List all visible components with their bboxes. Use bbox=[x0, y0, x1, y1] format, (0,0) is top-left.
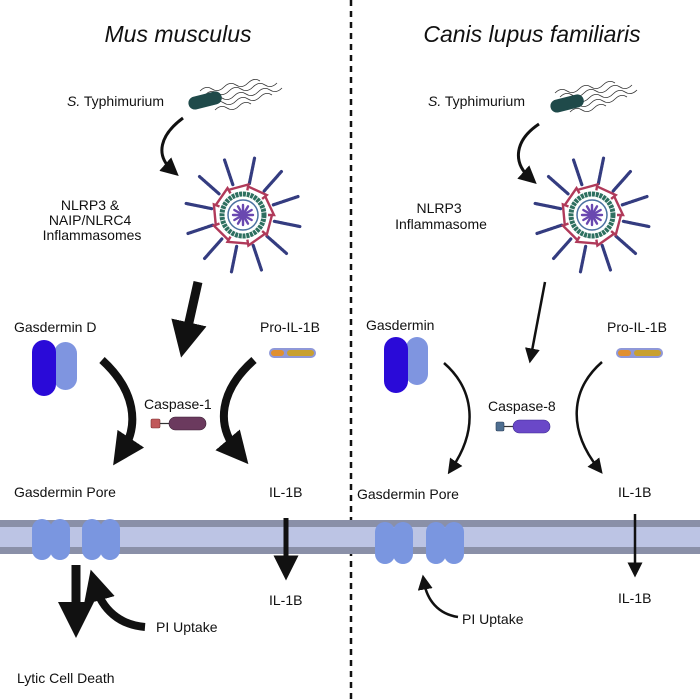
left-cell-death-label: Lytic Cell Death bbox=[17, 670, 115, 686]
left-inflammasome-to-caspase-arrow bbox=[171, 281, 207, 358]
left-title: Mus musculus bbox=[105, 21, 252, 47]
inflammasome-ring-segment bbox=[574, 236, 598, 245]
inflammasome-spoke bbox=[600, 243, 613, 272]
inflammasome-ring-segment bbox=[561, 202, 569, 226]
left-pi-uptake-arrow bbox=[83, 569, 146, 631]
inflammasome-ring-segment bbox=[212, 202, 220, 226]
inflammasome-spoke bbox=[596, 156, 606, 186]
inflammasome-ring-segment bbox=[596, 185, 618, 200]
inflammasome-ring-segment bbox=[225, 236, 249, 245]
inflammasome-spoke bbox=[247, 156, 257, 186]
right-il1b-upper-label: IL-1B bbox=[618, 484, 651, 500]
left-caspase-icon bbox=[150, 416, 207, 431]
inflammasome-spoke bbox=[272, 219, 302, 229]
left-gasdermin-label: Gasdermin D bbox=[14, 319, 96, 335]
left-pi-uptake-label: PI Uptake bbox=[156, 619, 218, 635]
inflammasome-ring-segment bbox=[246, 232, 266, 248]
left-pathogen-arrow bbox=[159, 116, 184, 176]
inflammasome-spoke bbox=[578, 244, 588, 274]
right-pi-uptake-label: PI Uptake bbox=[462, 611, 524, 627]
right-gasdermin-icon bbox=[384, 337, 428, 393]
right-inflammasome-label: NLRP3 Inflammasome bbox=[395, 200, 487, 232]
left-inflammasome-icon bbox=[184, 156, 302, 274]
inflammasome-spoke bbox=[197, 174, 221, 196]
left-pro-il1b-icon bbox=[269, 348, 316, 358]
right-caspase-icon bbox=[495, 419, 551, 434]
right-caspase-label: Caspase-8 bbox=[488, 398, 556, 414]
left-il1b-upper-label: IL-1B bbox=[269, 484, 302, 500]
inflammasome-spoke bbox=[535, 223, 564, 236]
right-pore-label: Gasdermin Pore bbox=[357, 486, 459, 502]
left-bacterium-icon bbox=[188, 79, 283, 111]
right-title: Canis lupus familiaris bbox=[423, 21, 641, 47]
left-gasdermin-icon bbox=[32, 340, 77, 396]
left-il1b-lower-label: IL-1B bbox=[269, 592, 302, 608]
right-pro-il1b-label: Pro-IL-1B bbox=[607, 319, 667, 335]
inflammasome-ring-segment bbox=[211, 222, 230, 241]
inflammasome-teal-ring bbox=[568, 191, 616, 239]
inflammasome-ring-segment bbox=[261, 214, 274, 238]
inflammasome-spoke bbox=[533, 201, 563, 211]
left-proil-to-il-arrow bbox=[215, 357, 257, 465]
right-gasdermin-to-pore-arrow bbox=[443, 362, 471, 475]
inflammasome-ring-segment bbox=[228, 182, 250, 192]
inflammasome-ring-segment bbox=[595, 232, 615, 248]
right-bacterium-icon bbox=[550, 81, 638, 113]
inflammasome-spoke bbox=[202, 237, 224, 261]
inflammasome-spoke bbox=[262, 169, 284, 193]
inflammasome-spoke bbox=[551, 237, 573, 261]
right-inflammasome-icon bbox=[533, 156, 651, 274]
left-caspase-label: Caspase-1 bbox=[144, 396, 212, 412]
inflammasome-spoke bbox=[265, 234, 289, 256]
inflammasome-spoke bbox=[614, 234, 638, 256]
right-gasdermin-label: Gasdermin bbox=[366, 317, 434, 333]
inflammasome-ring-segment bbox=[563, 185, 581, 206]
left-pro-il1b-label: Pro-IL-1B bbox=[260, 319, 320, 335]
right-gasdermin-pore-icon bbox=[375, 522, 464, 564]
inflammasome-ring-segment bbox=[264, 195, 276, 217]
left-pathogen-label: S. Typhimurium bbox=[67, 93, 164, 109]
left-pore-label: Gasdermin Pore bbox=[14, 484, 116, 500]
right-il1b-lower-label: IL-1B bbox=[618, 590, 651, 606]
inflammasome-spoke bbox=[546, 174, 570, 196]
inflammasome-spoke bbox=[611, 169, 633, 193]
right-pro-il1b-icon bbox=[616, 348, 663, 358]
left-gasdermin-pore-icon bbox=[32, 519, 120, 560]
inflammasome-ring-segment bbox=[577, 182, 599, 192]
inflammasome-core bbox=[588, 211, 596, 219]
left-inflammasome-label: NLRP3 & NAIP/NLRC4 Inflammasomes bbox=[43, 197, 142, 243]
inflammasome-spoke bbox=[621, 219, 651, 229]
inflammasome-spoke bbox=[571, 158, 584, 187]
inflammasome-spoke bbox=[620, 194, 649, 207]
inflammasome-teal-ring bbox=[219, 191, 267, 239]
inflammasome-ring-segment bbox=[613, 195, 625, 217]
inflammasome-spoke bbox=[271, 194, 300, 207]
right-pathogen-arrow bbox=[516, 122, 540, 184]
right-pathogen-label: S. Typhimurium bbox=[428, 93, 525, 109]
inflammasome-spoke bbox=[184, 201, 214, 211]
right-inflammasome-to-caspase-arrow bbox=[525, 281, 547, 364]
inflammasome-ring-segment bbox=[247, 185, 269, 200]
inflammasome-core bbox=[239, 211, 247, 219]
inflammasome-spoke bbox=[229, 244, 239, 274]
inflammasome-ring-segment bbox=[610, 214, 623, 238]
right-pi-uptake-arrow bbox=[417, 574, 459, 619]
inflammasome-ring-segment bbox=[560, 222, 579, 241]
right-proil-to-il-arrow bbox=[575, 361, 603, 474]
left-gasdermin-to-pore-arrow bbox=[99, 357, 145, 466]
inflammasome-spoke bbox=[186, 223, 215, 236]
inflammasome-spoke bbox=[251, 243, 264, 272]
inflammasome-ring-segment bbox=[214, 185, 232, 206]
inflammasome-spoke bbox=[222, 158, 235, 187]
